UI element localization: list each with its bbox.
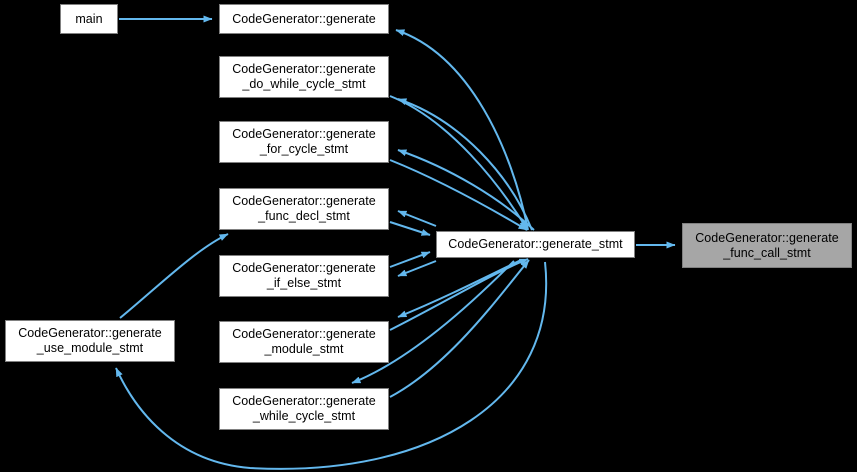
edge-func-decl-to-generate-stmt (389, 221, 431, 236)
node-for-cycle-stmt-label: CodeGenerator::generate _for_cycle_stmt (232, 127, 376, 156)
node-func-decl-stmt-label: CodeGenerator::generate _func_decl_stmt (232, 194, 376, 223)
edge-if-else-to-generate-stmt (389, 251, 431, 268)
node-for-cycle-stmt[interactable]: CodeGenerator::generate _for_cycle_stmt (219, 121, 389, 163)
edge-use-module-to-func-decl (119, 233, 229, 319)
node-use-module-stmt-label: CodeGenerator::generate _use_module_stmt (18, 326, 162, 355)
node-main[interactable]: main (60, 4, 118, 34)
edge-generate-stmt-to-generate (395, 29, 529, 231)
edge-do-while-to-generate-stmt (389, 95, 528, 230)
node-generate-label: CodeGenerator::generate (232, 11, 376, 26)
edge-generate-stmt-to-func-decl (397, 210, 437, 227)
node-do-while-cycle-stmt-label: CodeGenerator::generate _do_while_cycle_… (232, 62, 376, 91)
node-do-while-cycle-stmt[interactable]: CodeGenerator::generate _do_while_cycle_… (219, 56, 389, 98)
edge-module-to-generate-stmt (389, 258, 529, 331)
edge-while-cycle-to-generate-stmt (389, 259, 530, 398)
node-main-label: main (75, 11, 103, 26)
node-generate-stmt[interactable]: CodeGenerator::generate_stmt (436, 231, 635, 258)
node-generate-stmt-label: CodeGenerator::generate_stmt (448, 237, 623, 251)
node-while-cycle-stmt-label: CodeGenerator::generate _while_cycle_stm… (232, 394, 376, 423)
node-if-else-stmt[interactable]: CodeGenerator::generate _if_else_stmt (219, 255, 389, 297)
node-use-module-stmt[interactable]: CodeGenerator::generate _use_module_stmt (5, 320, 175, 362)
node-module-stmt[interactable]: CodeGenerator::generate _module_stmt (219, 321, 389, 363)
edge-for-cycle-to-generate-stmt (389, 159, 528, 231)
edge-generate-stmt-to-for-cycle (397, 149, 535, 231)
node-func-call-stmt[interactable]: CodeGenerator::generate _func_call_stmt (682, 223, 852, 268)
node-func-call-stmt-label: CodeGenerator::generate _func_call_stmt (695, 230, 839, 260)
node-module-stmt-label: CodeGenerator::generate _module_stmt (232, 327, 376, 356)
node-if-else-stmt-label: CodeGenerator::generate _if_else_stmt (232, 261, 376, 290)
edge-generate-stmt-to-use-module (115, 261, 548, 470)
edge-generate-stmt-to-while-cycle (351, 260, 515, 384)
node-generate[interactable]: CodeGenerator::generate (219, 4, 389, 34)
node-func-decl-stmt[interactable]: CodeGenerator::generate _func_decl_stmt (219, 188, 389, 230)
edge-generate-stmt-to-if-else (397, 260, 437, 277)
node-while-cycle-stmt[interactable]: CodeGenerator::generate _while_cycle_stm… (219, 388, 389, 430)
edge-generate-stmt-to-do-while (397, 98, 533, 231)
